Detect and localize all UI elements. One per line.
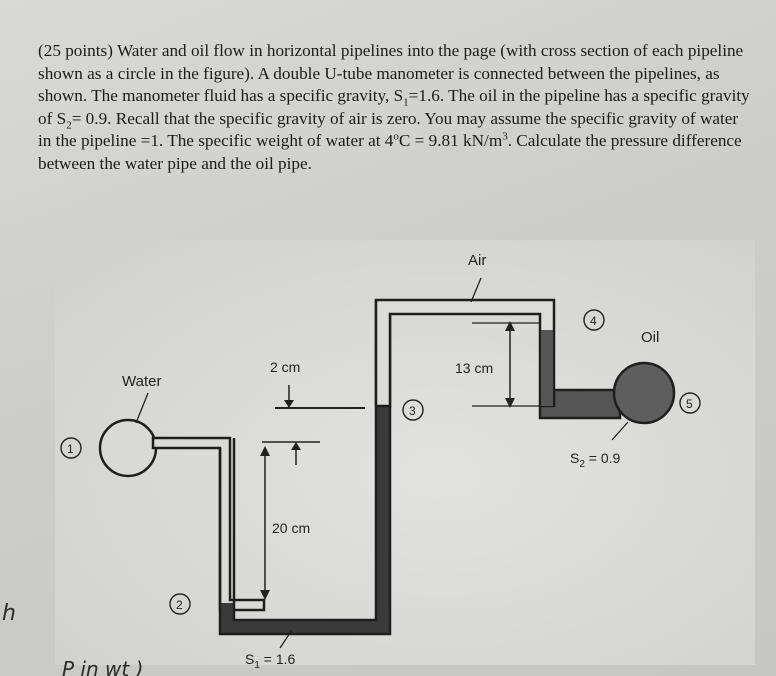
dim-2cm-arrowhead-down <box>284 400 294 408</box>
problem-text-s2: = 0.9. Recall that the specific gravity … <box>38 108 739 151</box>
handwritten-margin-note: h <box>2 601 16 626</box>
problem-text-intro: (25 points) Water and oil flow in horizo… <box>38 41 744 105</box>
air-crossover-tube <box>374 298 556 408</box>
oil-pipe <box>612 361 676 425</box>
dim-20cm-arrowhead-top <box>260 446 270 456</box>
air-label: Air <box>468 252 486 269</box>
water-pipe <box>98 418 158 478</box>
point-marker-1: 1 <box>60 437 82 459</box>
problem-text-units: C = 9.81 kN/m <box>398 131 503 150</box>
problem-statement: (25 points) Water and oil flow in horizo… <box>38 40 754 175</box>
lower-u-tube-inner <box>232 300 378 622</box>
s1-subscript: 1 <box>403 96 409 109</box>
dim-13cm-arrowhead-top <box>505 321 515 331</box>
dim-2cm-arrowhead-up <box>291 442 301 450</box>
dim-13cm-arrowhead-bottom <box>505 398 515 408</box>
svg-text:5: 5 <box>686 397 693 411</box>
dim-20cm-arrowhead-bottom <box>260 590 270 600</box>
water-label: Water <box>122 373 161 390</box>
point-marker-3: 3 <box>402 399 424 421</box>
oil-leg-fill <box>541 330 553 406</box>
cubed-superscript: 3 <box>502 130 508 143</box>
s1-label: S1 = 1.6 <box>245 651 296 671</box>
water-leader-line <box>135 392 149 424</box>
dim-13cm-label: 13 cm <box>455 360 493 376</box>
point-marker-2: 2 <box>169 593 191 615</box>
point-marker-4: 4 <box>583 309 605 331</box>
air-leader-line <box>470 277 482 303</box>
oil-label: Oil <box>641 329 659 346</box>
svg-text:2: 2 <box>176 598 183 612</box>
svg-text:3: 3 <box>409 404 416 418</box>
s1-leader-line <box>279 629 293 649</box>
handwritten-bottom-note: P in wt ) <box>62 657 143 676</box>
svg-text:1: 1 <box>67 442 74 456</box>
degree-superscript: o <box>393 130 399 143</box>
lower-u-tube-outer <box>218 300 392 636</box>
problem-text-s1: =1.6. The oil in the pipeline has a spec… <box>38 86 750 128</box>
problem-text-tail: . Calculate the pressure difference betw… <box>38 131 742 173</box>
s2-subscript: 2 <box>66 118 72 131</box>
point-marker-5: 5 <box>679 392 701 414</box>
svg-text:4: 4 <box>590 314 597 328</box>
s2-leader-line <box>611 421 629 441</box>
water-connector-tube <box>151 436 266 612</box>
dim-2cm-label: 2 cm <box>270 359 300 375</box>
s2-label: S2 = 0.9 <box>570 450 621 470</box>
dim-20cm-label: 20 cm <box>272 520 310 536</box>
